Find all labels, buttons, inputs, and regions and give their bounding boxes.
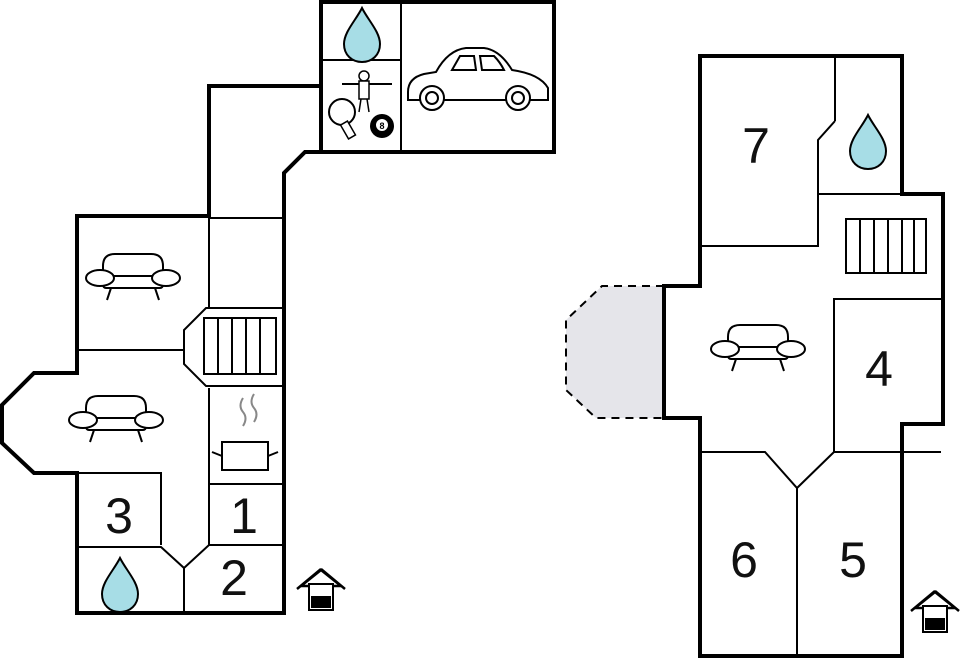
room-number-4: 4 <box>865 341 893 397</box>
wall <box>183 544 282 569</box>
car-icon <box>407 47 549 111</box>
terrace <box>565 285 665 419</box>
room-number-3: 3 <box>105 488 133 544</box>
wall <box>702 194 819 247</box>
right-floor <box>565 54 945 658</box>
cooking-pot-icon <box>211 393 279 471</box>
room-number-7: 7 <box>742 118 770 174</box>
table-tennis-football-billiards-icon: 8 <box>328 70 394 140</box>
house-entrance-icon <box>909 589 960 634</box>
room-number-5: 5 <box>839 532 867 588</box>
wall <box>702 451 835 490</box>
room-number-6: 6 <box>730 532 758 588</box>
wall <box>183 307 282 387</box>
room-number-1: 1 <box>230 488 258 544</box>
wall <box>817 120 836 194</box>
right-floor-outline <box>662 54 945 658</box>
wall <box>79 472 162 545</box>
house-entrance-icon <box>295 567 347 612</box>
staircase-icon <box>203 317 277 375</box>
billiard-ball-label: 8 <box>379 121 384 131</box>
wall <box>79 546 185 611</box>
room-number-2: 2 <box>220 550 248 606</box>
staircase-icon <box>845 218 927 274</box>
wall <box>833 298 941 453</box>
